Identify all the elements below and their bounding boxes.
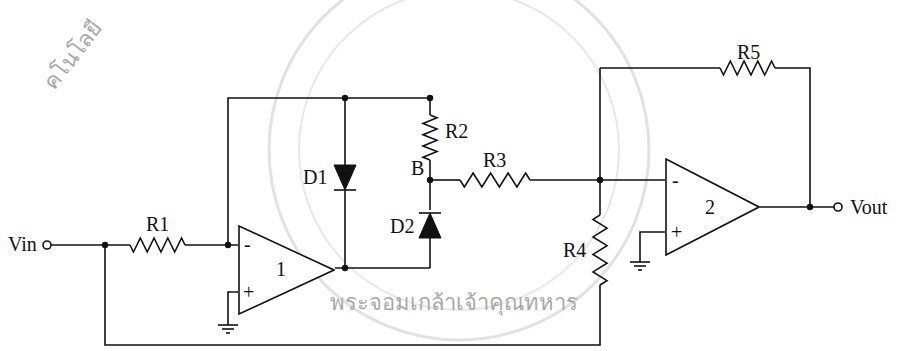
ground-symbol [638, 269, 642, 271]
wire [775, 68, 810, 207]
wire [429, 160, 431, 210]
part-name: R4 [563, 240, 586, 260]
wire [429, 238, 431, 268]
wire [429, 98, 431, 115]
watermark-ring [299, 0, 619, 310]
op-amp-triangle [666, 159, 759, 255]
signal-name: Vout [850, 197, 887, 217]
wire [228, 98, 430, 245]
pin-sign: - [672, 170, 679, 190]
watermark: คโนโลยี [40, 17, 107, 94]
junction-dot [342, 265, 348, 271]
watermark: พระจอมเกล้าเจ้าคุณทหาร [330, 292, 578, 314]
ground-symbol [218, 324, 238, 326]
resistor-symbol [593, 215, 607, 285]
wire [640, 232, 665, 262]
wire [430, 179, 460, 181]
pin-sign: - [244, 234, 251, 254]
wire [105, 245, 600, 345]
op-amp: - +1 [238, 225, 335, 315]
node-name: B [411, 158, 424, 178]
diode-symbol [334, 165, 356, 190]
resistor-symbol [423, 115, 437, 160]
signal-name: Vin [8, 234, 37, 254]
terminal [43, 241, 51, 249]
pin-sign: + [243, 282, 254, 302]
ground-symbol [630, 261, 650, 263]
op-amp-number: 1 [276, 259, 286, 279]
ground-symbol [222, 328, 234, 330]
part-name: R1 [146, 214, 169, 234]
wire [760, 206, 834, 208]
part-name: R2 [445, 121, 468, 141]
wire [344, 190, 346, 268]
op-amp-number: 2 [705, 197, 715, 217]
pin-sign: + [671, 222, 682, 242]
wire [599, 68, 601, 215]
wire [600, 67, 720, 69]
resistor-symbol [460, 173, 530, 187]
part-name: D2 [390, 216, 414, 236]
wire [228, 292, 238, 325]
diode-symbol [419, 212, 441, 214]
diode-symbol [419, 213, 441, 238]
part-name: D1 [303, 167, 327, 187]
op-amp: - +2 [665, 158, 760, 256]
resistor-symbol [720, 61, 775, 75]
op-amp-triangle [239, 226, 334, 314]
junction-dot [597, 177, 603, 183]
wire [344, 98, 346, 165]
ground-symbol [226, 332, 230, 334]
part-name: R3 [483, 150, 506, 170]
resistor-symbol [130, 238, 185, 252]
part-name: R5 [737, 42, 760, 62]
ground-symbol [634, 265, 646, 267]
watermark-ring [269, 0, 649, 340]
wire [51, 244, 130, 246]
terminal [834, 203, 842, 211]
wire [335, 267, 430, 269]
